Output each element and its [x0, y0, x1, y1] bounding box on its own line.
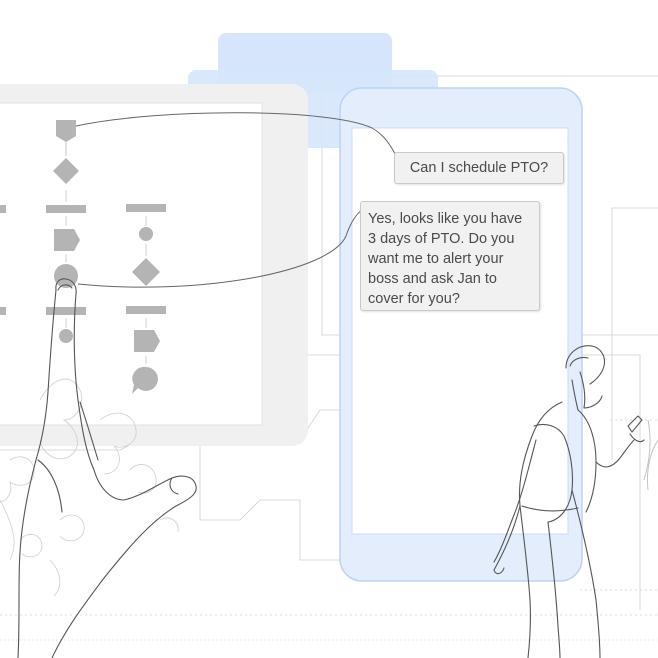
monitor-frame [0, 84, 308, 446]
user-question-bubble: Can I schedule PTO? [394, 152, 564, 184]
plant-sketch [0, 378, 179, 597]
connector-lines [75, 112, 401, 288]
person-with-phone-illustration [493, 345, 645, 658]
background-partial-figure [643, 419, 658, 491]
assistant-answer-bubble: Yes, looks like you have 3 days of PTO. … [360, 201, 540, 311]
pointing-hand-illustration [17, 278, 197, 658]
flowchart-diagram-icon [0, 120, 166, 394]
